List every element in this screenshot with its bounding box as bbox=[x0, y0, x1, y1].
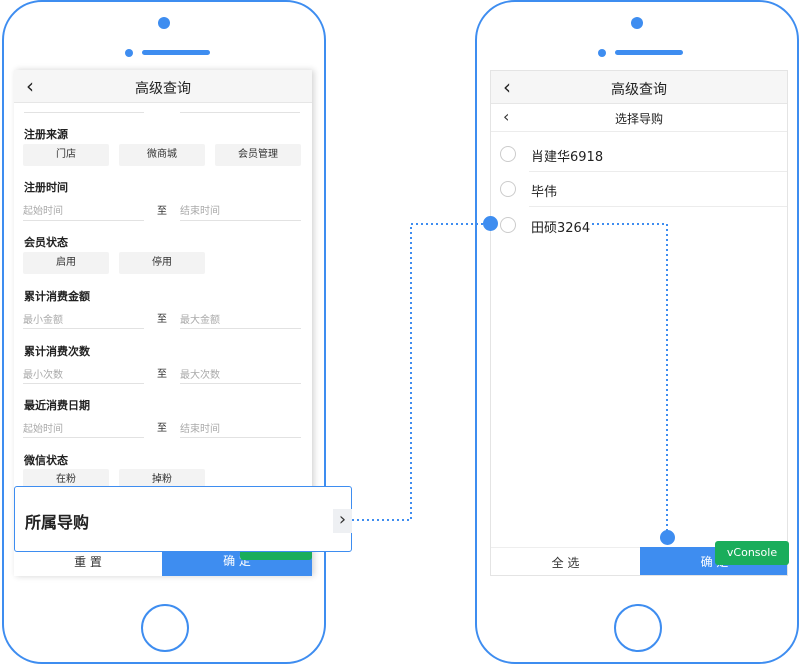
speaker-icon bbox=[142, 50, 210, 55]
list-divider bbox=[529, 171, 787, 172]
chevron-left-icon[interactable]: ‹ bbox=[503, 107, 510, 126]
connector-end-dot bbox=[660, 530, 675, 545]
guide-name: 毕伟 bbox=[531, 185, 558, 200]
last-date-start-input[interactable]: 起始时间 bbox=[23, 424, 63, 435]
register-source-label: 注册来源 bbox=[24, 128, 68, 141]
register-time-end-input[interactable]: 结束时间 bbox=[180, 206, 220, 217]
register-source-option-member[interactable]: 会员管理 bbox=[215, 144, 301, 166]
sensor-icon bbox=[125, 49, 133, 57]
radio-button[interactable] bbox=[500, 146, 516, 162]
vconsole-button[interactable]: vConsole bbox=[715, 541, 789, 565]
page-title: 高级查询 bbox=[135, 81, 191, 97]
field-underline bbox=[23, 383, 144, 384]
camera-icon bbox=[158, 17, 170, 29]
total-amount-max-input[interactable]: 最大金额 bbox=[180, 315, 220, 326]
total-count-min-input[interactable]: 最小次数 bbox=[23, 370, 63, 381]
total-amount-min-input[interactable]: 最小金额 bbox=[23, 315, 63, 326]
sub-nav-bar: ‹ 选择导购 bbox=[491, 104, 787, 132]
guide-field-callout[interactable]: 所属导购 › bbox=[14, 486, 352, 552]
range-separator: 至 bbox=[157, 423, 167, 434]
guide-name: 肖建华6918 bbox=[531, 150, 604, 165]
field-underline bbox=[24, 112, 144, 113]
select-all-button[interactable]: 全 选 bbox=[491, 547, 640, 575]
wechat-status-label: 微信状态 bbox=[24, 454, 68, 467]
page-title: 高级查询 bbox=[611, 82, 667, 98]
register-time-label: 注册时间 bbox=[24, 181, 68, 194]
speaker-icon bbox=[615, 50, 683, 55]
range-separator: 至 bbox=[157, 369, 167, 380]
chevron-left-icon[interactable]: ‹ bbox=[26, 74, 34, 98]
field-underline bbox=[180, 220, 301, 221]
list-divider bbox=[529, 206, 787, 207]
range-separator: 至 bbox=[157, 206, 167, 217]
field-underline bbox=[180, 437, 301, 438]
chevron-left-icon[interactable]: ‹ bbox=[503, 75, 511, 99]
wechat-status-option-following[interactable]: 在粉 bbox=[23, 469, 109, 491]
connector-line-in bbox=[352, 223, 490, 521]
guide-field-label: 所属导购 bbox=[25, 513, 90, 532]
field-underline bbox=[180, 112, 300, 113]
field-underline bbox=[23, 328, 144, 329]
nav-bar: ‹ 高级查询 bbox=[14, 70, 312, 103]
radio-button[interactable] bbox=[500, 181, 516, 197]
total-count-label: 累计消费次数 bbox=[24, 345, 90, 358]
nav-bar: ‹ 高级查询 bbox=[491, 71, 787, 104]
register-source-option-mall[interactable]: 微商城 bbox=[119, 144, 205, 166]
total-count-max-input[interactable]: 最大次数 bbox=[180, 370, 220, 381]
member-status-option-disabled[interactable]: 停用 bbox=[119, 252, 205, 274]
select-guide-screen: ‹ 高级查询 ‹ 选择导购 肖建华6918 毕伟 田硕3264 全 选 确 定 bbox=[490, 70, 788, 576]
member-status-label: 会员状态 bbox=[24, 236, 68, 249]
field-underline bbox=[23, 220, 144, 221]
last-date-label: 最近消费日期 bbox=[24, 399, 90, 412]
chevron-right-icon[interactable]: › bbox=[333, 509, 352, 533]
sensor-icon bbox=[598, 49, 606, 57]
sub-page-title: 选择导购 bbox=[614, 112, 663, 126]
range-separator: 至 bbox=[157, 314, 167, 325]
radio-button[interactable] bbox=[500, 217, 516, 233]
guide-name: 田硕3264 bbox=[531, 221, 591, 236]
member-status-option-enabled[interactable]: 启用 bbox=[23, 252, 109, 274]
field-underline bbox=[180, 328, 301, 329]
total-amount-label: 累计消费金额 bbox=[24, 290, 90, 303]
register-source-option-store[interactable]: 门店 bbox=[23, 144, 109, 166]
home-button[interactable] bbox=[141, 604, 189, 652]
register-time-start-input[interactable]: 起始时间 bbox=[23, 206, 63, 217]
field-underline bbox=[180, 383, 301, 384]
wechat-status-option-unfollowed[interactable]: 掉粉 bbox=[119, 469, 205, 491]
home-button[interactable] bbox=[614, 604, 662, 652]
field-underline bbox=[23, 437, 144, 438]
last-date-end-input[interactable]: 结束时间 bbox=[180, 424, 220, 435]
connector-start-dot bbox=[483, 216, 498, 231]
camera-icon bbox=[631, 17, 643, 29]
connector-line-out bbox=[592, 223, 668, 537]
